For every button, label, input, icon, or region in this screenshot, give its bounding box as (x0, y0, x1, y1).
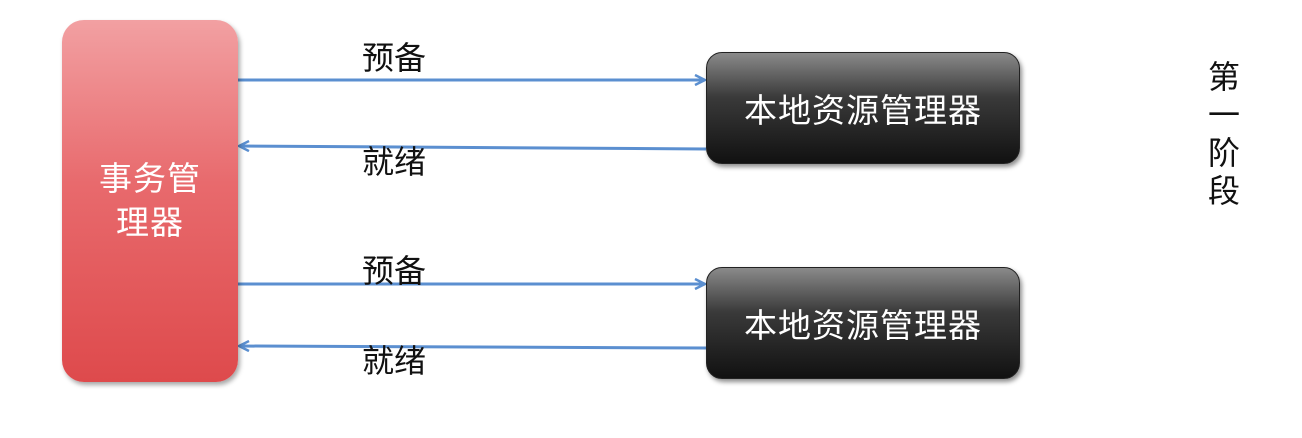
transaction-manager-label: 事务管理器 (99, 159, 201, 242)
transaction-manager-box: 事务管理器 (62, 20, 238, 382)
resource-manager-box-1: 本地资源管理器 (706, 52, 1020, 164)
ready-arrow-1 (240, 146, 707, 149)
phase-label: 第一阶段 (1207, 58, 1240, 210)
prepare-label-1: 预备 (362, 39, 427, 77)
ready-label-1: 就绪 (362, 143, 427, 181)
resource-manager-label-1: 本地资源管理器 (744, 91, 982, 130)
prepare-label-2: 预备 (362, 252, 427, 290)
resource-manager-box-2: 本地资源管理器 (706, 267, 1020, 379)
resource-manager-label-2: 本地资源管理器 (744, 306, 982, 345)
ready-arrow-2 (240, 346, 707, 348)
ready-label-2: 就绪 (362, 342, 427, 380)
